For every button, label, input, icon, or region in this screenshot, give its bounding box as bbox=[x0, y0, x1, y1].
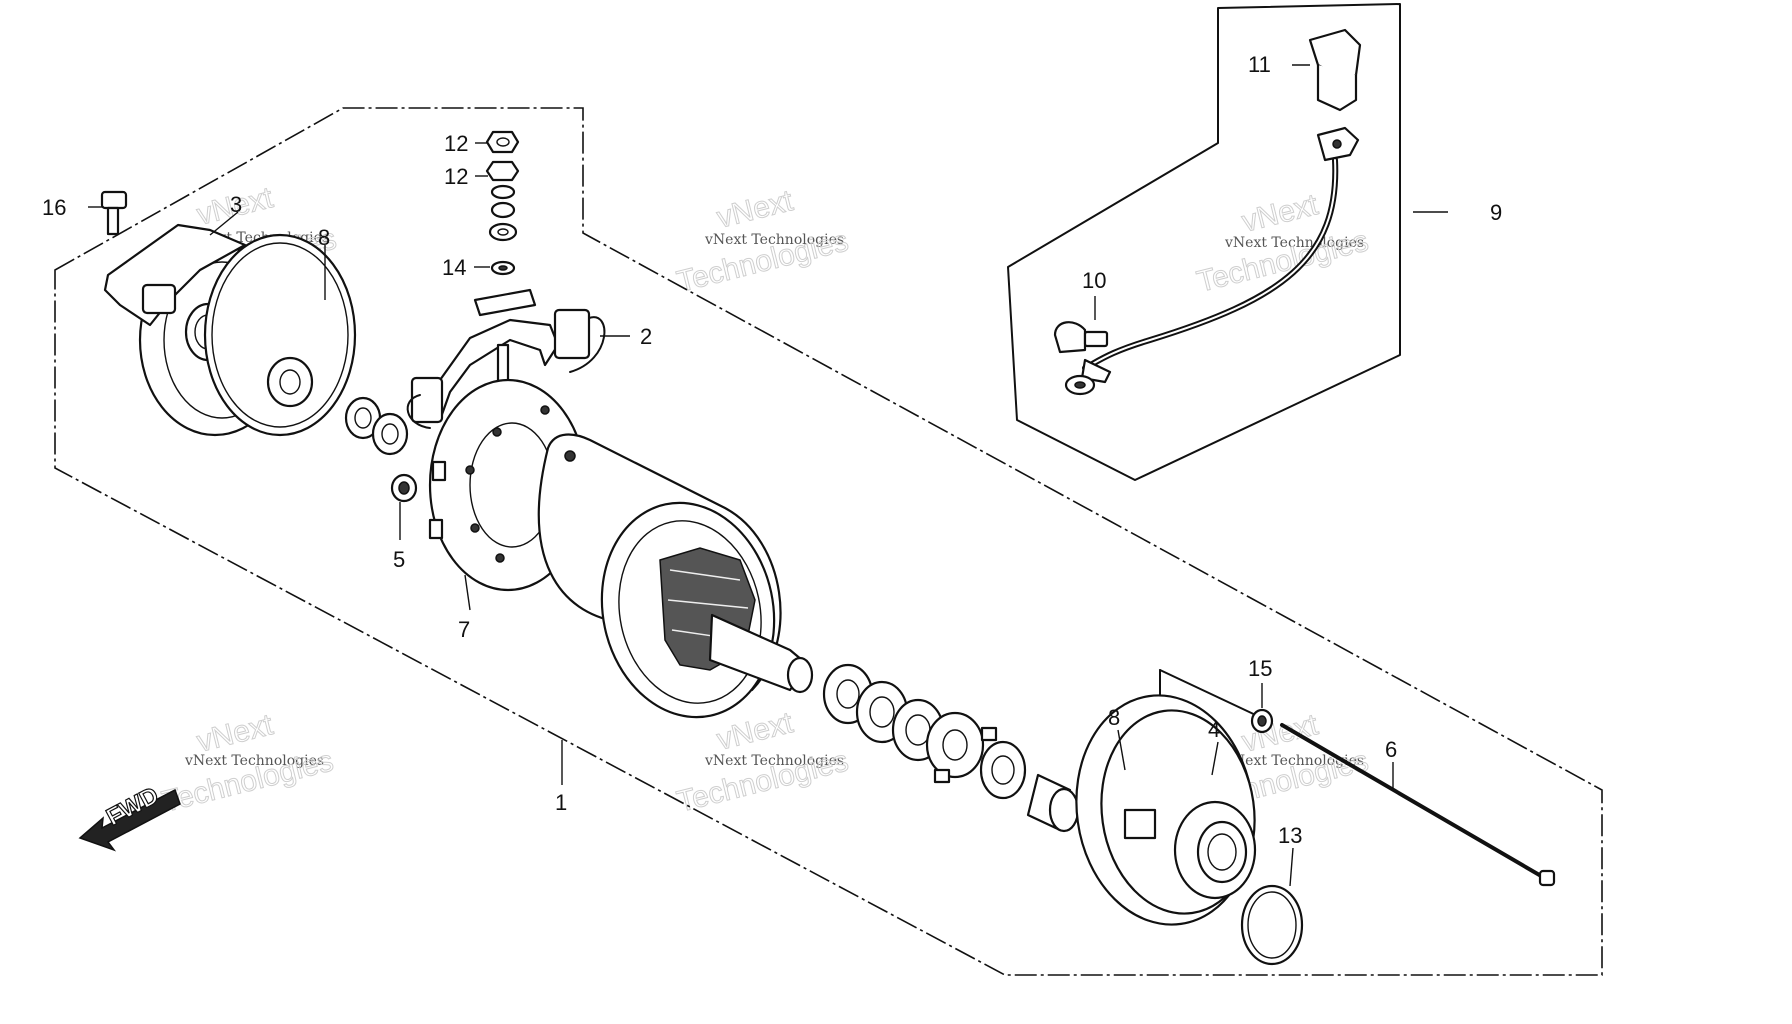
watermark-company: vNext Technologies bbox=[1224, 753, 1364, 769]
callout-1: 1 bbox=[555, 790, 567, 815]
watermark-bottom-left: vNext vNext Technologies Technologies bbox=[158, 708, 337, 820]
nut-stack bbox=[485, 130, 520, 276]
callout-3: 3 bbox=[230, 192, 242, 217]
cable bbox=[1064, 126, 1360, 396]
bearing-5 bbox=[390, 473, 418, 503]
callout-13: 13 bbox=[1278, 823, 1302, 848]
bolt-16 bbox=[100, 190, 128, 236]
callout-12-second: 12 bbox=[444, 164, 468, 189]
rear-cover bbox=[1075, 694, 1257, 926]
through-bolt bbox=[1280, 723, 1556, 887]
watermark-bottom-center: vNext vNext Technologies Technologies bbox=[673, 706, 852, 820]
motor-assembly-boundary bbox=[54, 107, 1603, 976]
watermark-top-center: vNext vNext Technologies Technologies bbox=[673, 184, 852, 300]
callout-7: 7 bbox=[458, 617, 470, 642]
bushing bbox=[266, 356, 314, 408]
callout-5: 5 bbox=[393, 547, 405, 572]
watermark-brand: vNext bbox=[714, 706, 797, 757]
watermark-brand: vNext bbox=[1239, 188, 1322, 239]
callout-14: 14 bbox=[442, 255, 466, 280]
o-ring-front-inner bbox=[211, 242, 349, 428]
watermark-brand: vNext bbox=[1239, 708, 1322, 759]
o-ring-front bbox=[203, 233, 357, 437]
leader-lines bbox=[88, 64, 1448, 887]
callout-10: 10 bbox=[1082, 268, 1106, 293]
callout-8-front: 8 bbox=[318, 225, 330, 250]
callout-8-rear: 8 bbox=[1108, 705, 1120, 730]
retainer bbox=[925, 711, 998, 784]
callout-labels: 16 3 8 12 12 14 2 5 7 1 8 4 15 6 13 9 10… bbox=[42, 52, 1502, 848]
rear-cover-frame-edge bbox=[1159, 669, 1263, 719]
watermark-company: vNext Technologies bbox=[1224, 235, 1364, 251]
front-washers bbox=[344, 396, 409, 456]
callout-4: 4 bbox=[1208, 717, 1220, 742]
watermark-company: vNext Technologies bbox=[184, 753, 324, 769]
o-ring-rear bbox=[1240, 884, 1304, 966]
callout-2: 2 bbox=[640, 324, 652, 349]
callout-11: 11 bbox=[1248, 52, 1271, 77]
bearing-rear bbox=[979, 740, 1027, 800]
terminal-bolt-10 bbox=[1053, 321, 1109, 354]
watermark-company: vNext Technologies bbox=[704, 232, 844, 248]
callout-6: 6 bbox=[1385, 737, 1397, 762]
callout-16: 16 bbox=[42, 195, 66, 220]
watermark-brand: vNext bbox=[194, 708, 277, 759]
cable-assembly-boundary bbox=[1007, 3, 1401, 481]
o-ring-rear-inner bbox=[1247, 891, 1297, 959]
callout-12-top: 12 bbox=[444, 131, 468, 156]
washer-15 bbox=[1250, 708, 1274, 734]
callout-15: 15 bbox=[1248, 656, 1272, 681]
armature-shaft bbox=[708, 613, 814, 694]
bushing-rear bbox=[1026, 773, 1080, 833]
callout-9: 9 bbox=[1490, 200, 1502, 225]
watermark-company: vNext Technologies bbox=[704, 753, 844, 769]
watermark-brand: vNext bbox=[714, 184, 797, 235]
terminal-cap bbox=[1308, 28, 1362, 112]
